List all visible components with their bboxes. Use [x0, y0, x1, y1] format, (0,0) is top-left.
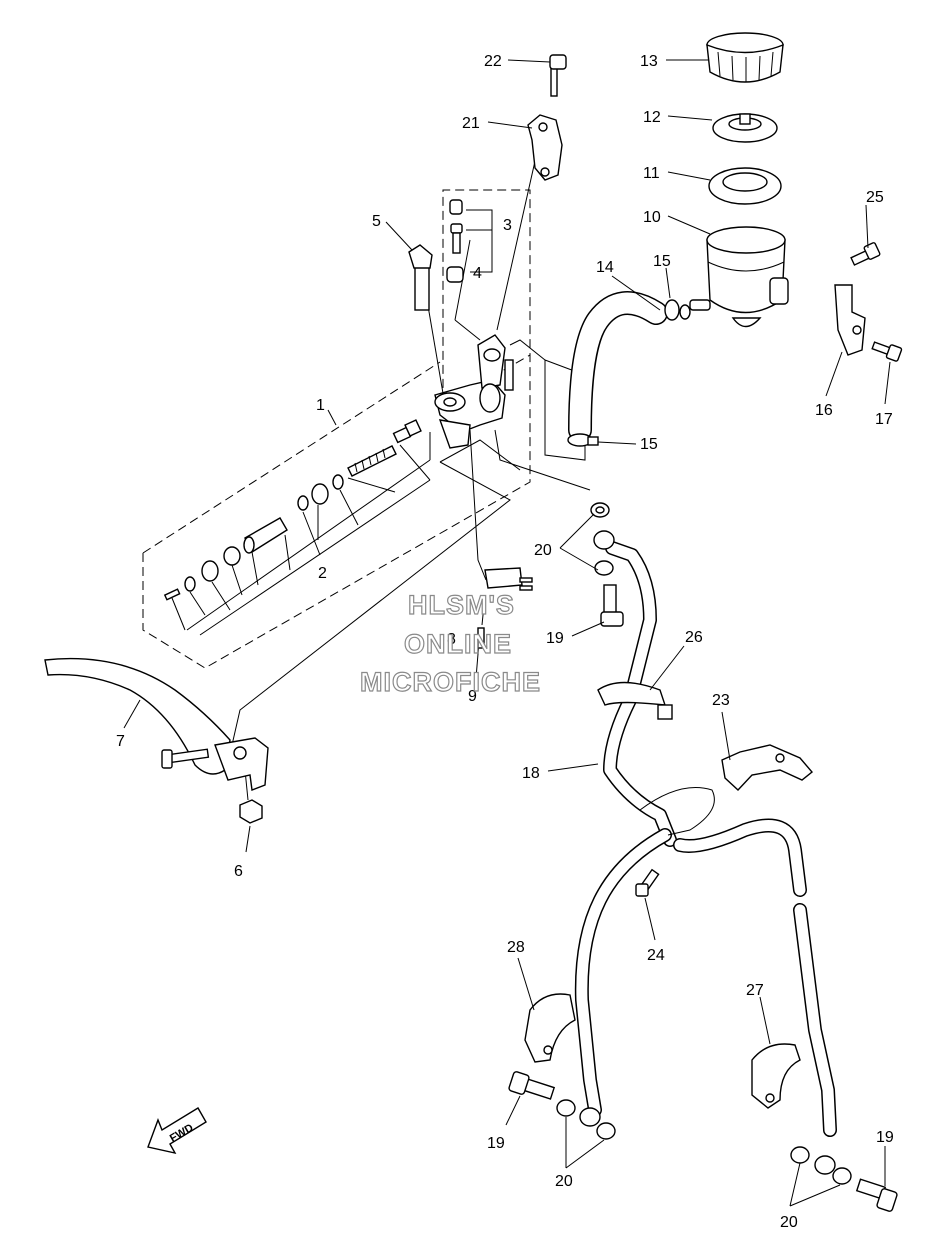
- label-15-lower: 15: [640, 436, 658, 453]
- washers-20-left: [556, 1099, 616, 1140]
- brake-lever: [44, 657, 269, 791]
- label-19-right: 19: [876, 1129, 894, 1146]
- reservoir-diaphragm-plate: [712, 113, 778, 143]
- label-16: 16: [815, 402, 833, 419]
- bolt-22: [549, 54, 567, 97]
- label-6: 6: [234, 863, 243, 880]
- label-9: 9: [468, 688, 477, 705]
- label-20-right: 20: [780, 1214, 798, 1231]
- label-11: 11: [643, 165, 660, 182]
- union-bolt-top: [600, 584, 624, 627]
- label-25: 25: [866, 189, 884, 206]
- reservoir-tank: [689, 226, 789, 328]
- handlebar-holder: [527, 114, 563, 181]
- hose-clamp-upper: [664, 299, 691, 321]
- brake-hose-main: [574, 541, 837, 1137]
- label-3: 3: [503, 217, 512, 234]
- bracket-bolt: [635, 868, 660, 897]
- label-21: 21: [462, 115, 480, 132]
- fwd-arrow-icon: FWD: [147, 1107, 207, 1155]
- label-22: 22: [484, 53, 502, 70]
- union-bolt-right: [855, 1178, 898, 1212]
- label-2: 2: [318, 565, 327, 582]
- hose-guide-bracket: [721, 744, 814, 791]
- washers-20-right: [790, 1146, 852, 1185]
- label-13: 13: [640, 53, 658, 70]
- label-5: 5: [372, 213, 381, 230]
- hose-clamp-27: [751, 1043, 801, 1109]
- union-bolt-left: [508, 1071, 556, 1100]
- label-7: 7: [116, 733, 125, 750]
- switch-screw: [477, 627, 485, 649]
- label-1: 1: [316, 397, 325, 414]
- reservoir-bracket: [834, 284, 866, 356]
- pivot-bolt: [408, 244, 433, 311]
- washers-20-top: [590, 502, 615, 576]
- label-27: 27: [746, 982, 764, 999]
- label-19-top: 19: [546, 630, 564, 647]
- watermark: HLSM'S ONLINE MICROFICHE: [359, 589, 541, 697]
- label-20-top: 20: [534, 542, 552, 559]
- label-28: 28: [507, 939, 525, 956]
- label-15-upper: 15: [653, 253, 671, 270]
- reservoir-cap: [706, 32, 784, 83]
- watermark-line-2: ONLINE: [404, 629, 512, 659]
- lever-nut: [239, 799, 263, 824]
- hose-clamp-lower: [567, 433, 599, 447]
- master-cylinder-body: [434, 334, 514, 449]
- bleed-screw-parts: [446, 199, 493, 283]
- part-callouts: 22 21 13 12 11 10 25 5 3 4 14 15 15 16 1…: [116, 53, 894, 1231]
- hose-clamp-28: [524, 993, 576, 1063]
- bolt-25: [850, 242, 881, 266]
- hose-band: [597, 681, 673, 720]
- label-4: 4: [473, 265, 482, 282]
- label-14: 14: [596, 259, 614, 276]
- brake-light-switch: [484, 567, 533, 591]
- label-17: 17: [875, 411, 893, 428]
- bolt-17: [871, 341, 903, 362]
- label-8: 8: [447, 631, 456, 648]
- label-23: 23: [712, 692, 730, 709]
- label-12: 12: [643, 109, 661, 126]
- label-18: 18: [522, 765, 540, 782]
- label-19-left: 19: [487, 1135, 505, 1152]
- reservoir-diaphragm: [708, 167, 782, 205]
- label-24: 24: [647, 947, 665, 964]
- watermark-line-3: MICROFICHE: [360, 667, 541, 697]
- reservoir-hose: [568, 291, 668, 442]
- label-26: 26: [685, 629, 703, 646]
- piston-kit-parts: [163, 419, 431, 636]
- label-20-left: 20: [555, 1173, 573, 1190]
- watermark-line-1: HLSM'S: [408, 590, 515, 620]
- label-10: 10: [643, 209, 661, 226]
